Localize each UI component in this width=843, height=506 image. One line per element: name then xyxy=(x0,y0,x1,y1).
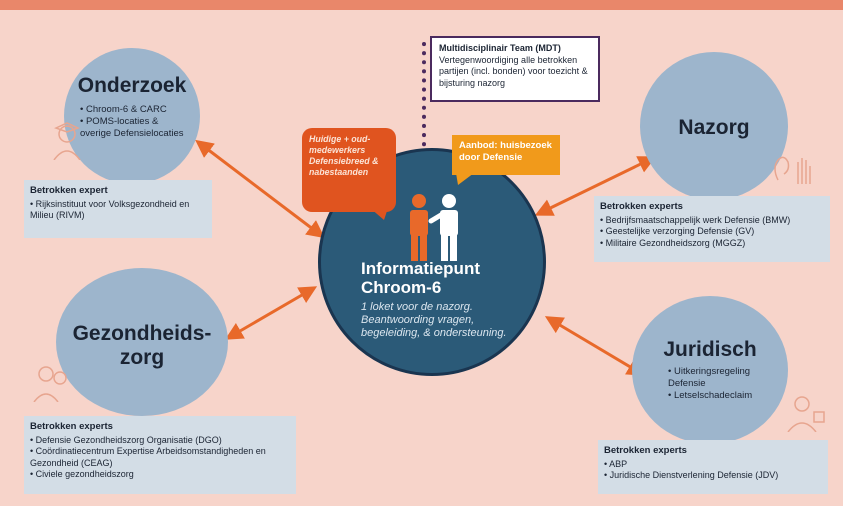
expert-heading: Betrokken experts xyxy=(604,445,687,456)
mdt-title: Multidisciplinair Team (MDT) xyxy=(439,43,561,53)
bubble-tail xyxy=(370,208,388,220)
list-item: Rijksinstituut voor Volksgezondheid en M… xyxy=(30,199,206,222)
onderzoek-expert-box: Betrokken expert Rijksinstituut voor Vol… xyxy=(24,180,212,238)
gezondheidszorg-title-line1: Gezondheids- xyxy=(72,322,212,345)
nazorg-circle xyxy=(640,52,788,200)
target-group-bubble: Huidige + oud-medewerkers Defensiebreed … xyxy=(302,128,396,212)
informatiepunt-subtitle: 1 loket voor de nazorg. Beantwoording vr… xyxy=(361,301,507,339)
bubble-tail xyxy=(456,173,474,185)
list-item: Civiele gezondheidszorg xyxy=(30,469,290,481)
mdt-text: Vertegenwoordiging alle betrokken partij… xyxy=(439,54,588,88)
juridisch-topic-list: Uitkeringsregeling Defensie Letselschade… xyxy=(668,366,768,402)
expert-heading: Betrokken experts xyxy=(600,201,683,212)
informatiepunt-title-line2: Chroom-6 xyxy=(361,278,442,297)
gezondheidszorg-circle xyxy=(56,268,228,416)
two-people-icon xyxy=(410,194,458,261)
gezondheidszorg-title-line2: zorg xyxy=(119,346,165,369)
onderzoek-topic-list: Chroom-6 & CARC POMS-locaties & overige … xyxy=(80,104,190,140)
list-item: Juridische Dienstverlening Defensie (JDV… xyxy=(604,470,822,482)
juridisch-title: Juridisch xyxy=(663,338,757,361)
list-item: Uitkeringsregeling Defensie xyxy=(668,366,768,390)
top-banner-strip xyxy=(0,0,843,10)
people-icon xyxy=(33,366,67,402)
list-item: Bedrijfsmaatschappelijk werk Defensie (B… xyxy=(600,215,824,227)
arrow-nazorg xyxy=(534,156,657,216)
juridisch-expert-box: Betrokken experts ABP Juridische Dienstv… xyxy=(598,440,828,494)
onderzoek-title: Onderzoek xyxy=(77,74,187,97)
nazorg-title: Nazorg xyxy=(678,116,750,139)
list-item: Geestelijke verzorging Defensie (GV) xyxy=(600,226,824,238)
informatiepunt-title: Informatiepunt Chroom-6 xyxy=(361,259,480,297)
list-item: Chroom-6 & CARC xyxy=(80,104,190,116)
arrow-juridisch xyxy=(544,316,646,376)
home-visit-bubble: Aanbod: huisbezoek door Defensie xyxy=(452,135,560,175)
nazorg-expert-box: Betrokken experts Bedrijfsmaatschappelij… xyxy=(594,196,830,262)
informatiepunt-title-line1: Informatiepunt xyxy=(361,259,480,278)
arrow-onderzoek xyxy=(195,139,325,239)
mdt-box: Multidisciplinair Team (MDT) Vertegenwoo… xyxy=(430,36,600,102)
list-item: ABP xyxy=(604,459,822,471)
arrow-gezondheidszorg xyxy=(224,286,318,340)
ear-hand-icon xyxy=(774,156,811,184)
list-item: Coördinatiecentrum Expertise Arbeidsomst… xyxy=(30,446,290,469)
expert-heading: Betrokken experts xyxy=(30,421,113,432)
list-item: Letselschadeclaim xyxy=(668,390,768,402)
graduate-icon xyxy=(53,122,81,160)
gezondheidszorg-expert-box: Betrokken experts Defensie Gezondheidszo… xyxy=(24,416,296,494)
list-item: Militaire Gezondheidszorg (MGGZ) xyxy=(600,238,824,250)
expert-heading: Betrokken expert xyxy=(30,185,108,196)
lawyer-icon xyxy=(787,396,825,432)
list-item: Defensie Gezondheidszorg Organisatie (DG… xyxy=(30,435,290,447)
list-item: POMS-locaties & overige Defensielocaties xyxy=(80,116,190,140)
